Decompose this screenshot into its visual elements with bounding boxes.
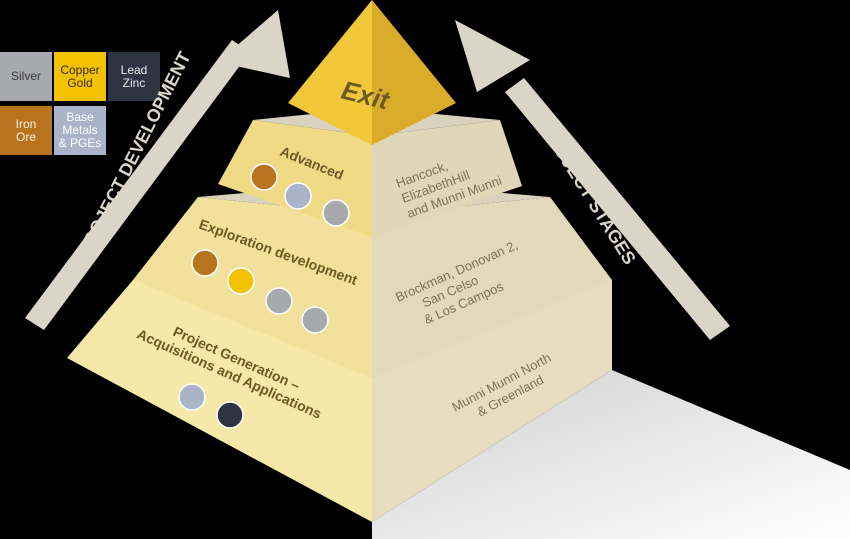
commodity-dot-silver: [322, 199, 350, 227]
generation-commodities: [178, 383, 244, 429]
commodity-dot-base-metals: [284, 182, 312, 210]
exploration-commodities: [191, 249, 329, 334]
commodity-dot-silver: [265, 287, 293, 315]
right-arrow: [455, 20, 730, 340]
commodity-dot-copper-gold: [227, 267, 255, 295]
legend-base-metals-label: Base Metals & PGEs: [58, 110, 102, 150]
commodity-dot-base-metals: [178, 383, 206, 411]
legend-silver-label: Silver: [10, 69, 41, 83]
legend-iron-ore-label: Iron Ore: [15, 116, 37, 144]
left-arrow: [25, 10, 290, 330]
legend-copper-gold: Copper Gold: [54, 52, 106, 101]
legend-lead-zinc-label: Lead Zinc: [120, 62, 148, 90]
commodity-dot-lead-zinc: [216, 401, 244, 429]
commodity-dot-iron-ore: [250, 163, 278, 191]
legend-iron-ore: Iron Ore: [0, 106, 52, 155]
legend-silver: Silver: [0, 52, 52, 101]
legend-copper-gold-label: Copper Gold: [60, 62, 100, 90]
legend-base-metals: Base Metals & PGEs: [54, 106, 106, 155]
tier-exit: [288, 0, 456, 145]
pyramid-shadow: [372, 370, 850, 539]
advanced-commodities: [250, 163, 350, 227]
commodity-dot-silver: [301, 306, 329, 334]
legend-lead-zinc: Lead Zinc: [108, 52, 160, 101]
commodity-dot-iron-ore: [191, 249, 219, 277]
